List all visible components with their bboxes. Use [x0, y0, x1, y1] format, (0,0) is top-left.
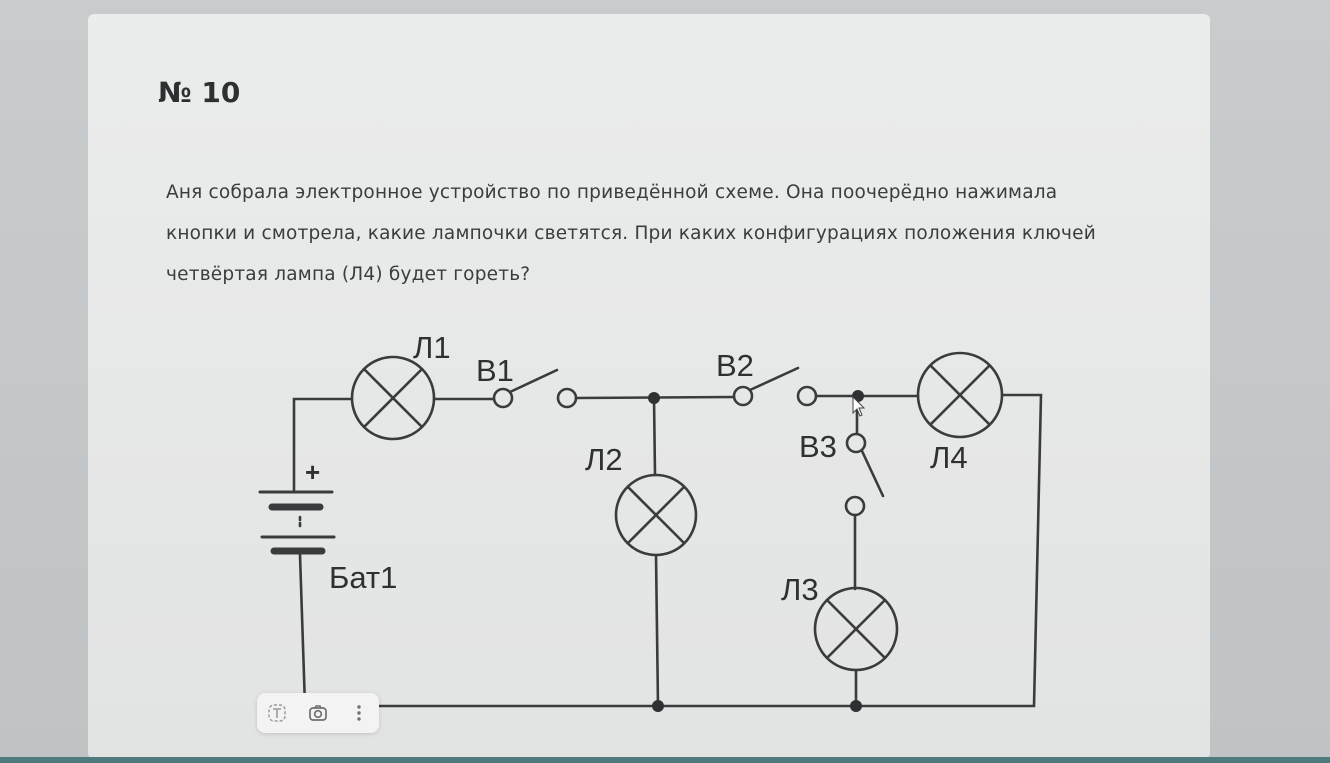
screenshot-button[interactable]	[303, 698, 333, 728]
more-options-button[interactable]	[344, 698, 374, 728]
bottom-screen-edge	[0, 757, 1330, 763]
text-tool-icon	[268, 704, 287, 722]
task-number: № 10	[158, 76, 241, 109]
camera-icon	[309, 705, 327, 721]
task-card: № 10 Аня собрала электронное устройство …	[88, 14, 1210, 759]
task-text: Аня собрала электронное устройство по пр…	[166, 182, 1096, 285]
more-vertical-icon	[356, 705, 361, 721]
floating-toolbar	[257, 693, 379, 733]
text-tool-button[interactable]	[262, 698, 292, 728]
